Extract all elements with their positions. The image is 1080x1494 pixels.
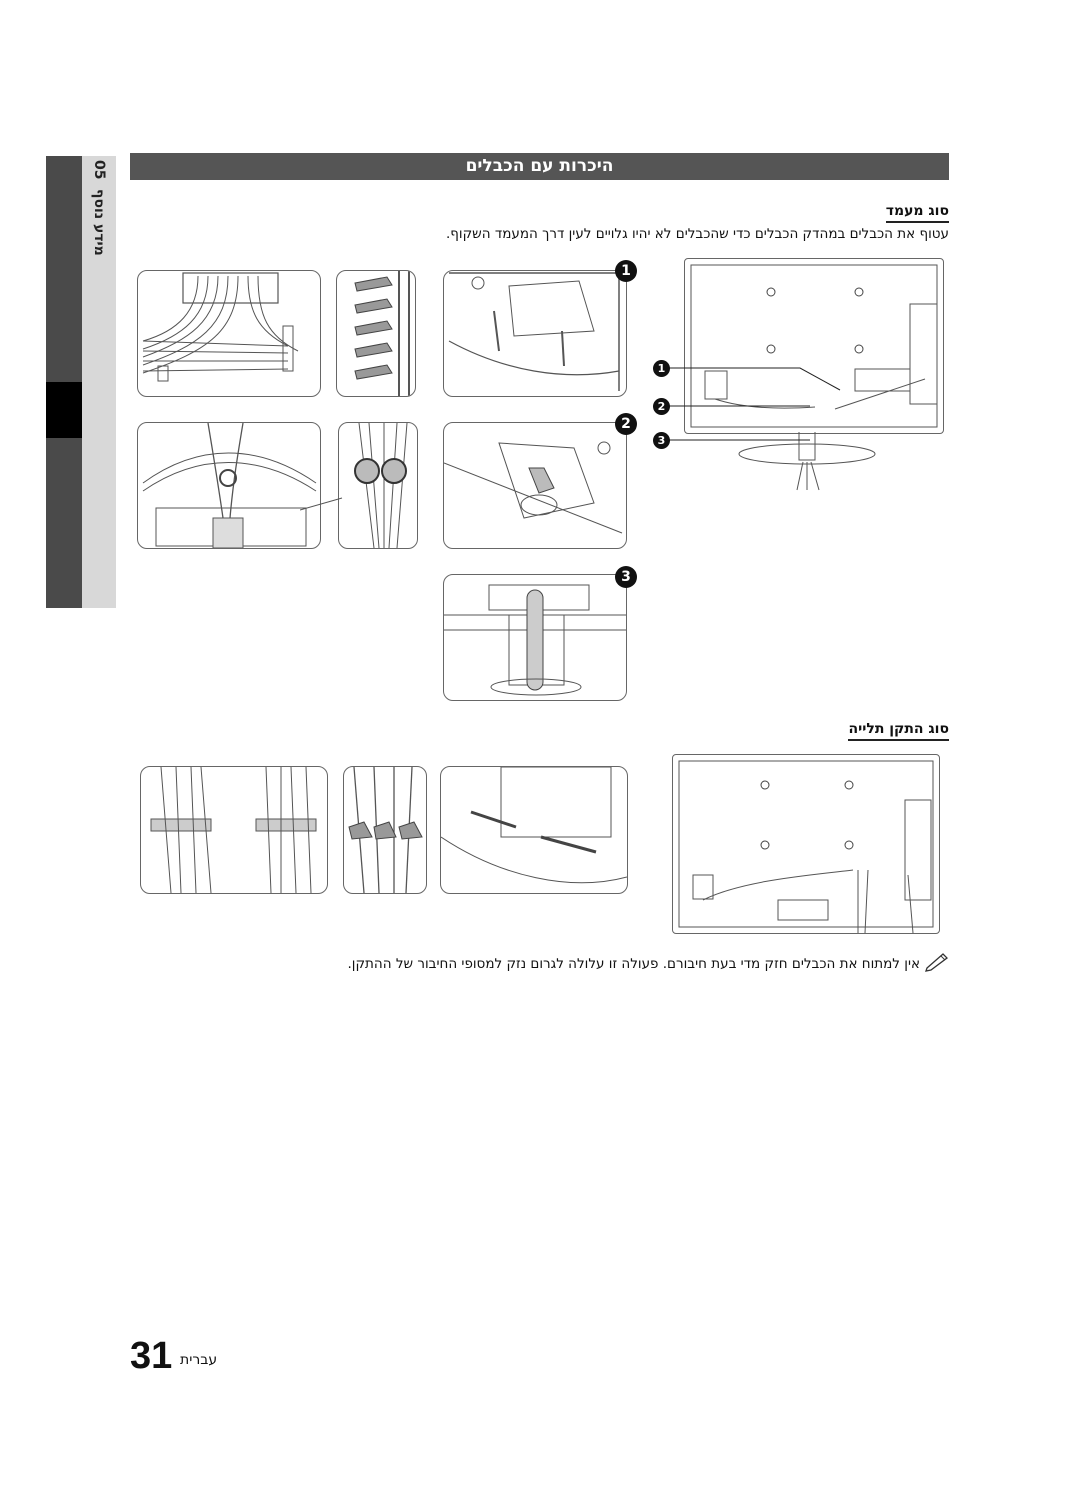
illustration-cable-clips-closeup: [336, 270, 416, 397]
page-title: היכרות עם הכבלים: [130, 153, 949, 180]
illustration-stand-neck: [443, 422, 627, 549]
illustration-cable-holder-stand: [137, 422, 321, 549]
illustration-cable-cover-installed: [443, 574, 627, 701]
illustration-tv-back-corner: [443, 270, 627, 397]
pencil-note-icon: [925, 952, 949, 972]
callout-leader-lines: [668, 367, 841, 441]
side-tab-text: 05 מידע נוסף: [84, 160, 114, 290]
illustration-wall-tv-rear-overview: [672, 754, 940, 934]
callout-badge-overview-3: 3: [653, 432, 670, 449]
illustration-tv-rear-overview: [684, 258, 944, 434]
callout-badge-overview-1: 1: [653, 360, 670, 377]
zoom-connector-line: [300, 497, 343, 511]
side-tab-marker: [46, 382, 82, 438]
callout-badge-overview-2: 2: [653, 398, 670, 415]
chapter-label: מידע נוסף: [91, 189, 107, 257]
chapter-number: 05: [91, 160, 107, 180]
page-number: 31: [130, 1335, 173, 1377]
page-language: עברית: [180, 1352, 218, 1368]
callout-badge-2: 2: [615, 413, 637, 435]
callout-badge-3: 3: [615, 566, 637, 588]
illustration-wall-cable-bundles: [140, 766, 328, 894]
section-heading-stand: סוג מעמד: [885, 203, 949, 223]
stand-instruction: עטוף את הכבלים במהדק הכבלים כדי שהכבלים …: [445, 226, 949, 242]
note-text: אין למתוח את הכבלים חזק מדי בעת חיבורם. …: [347, 956, 921, 972]
callout-badge-1: 1: [615, 260, 637, 282]
section-heading-wall-mount: סוג התקן תלייה: [848, 721, 949, 741]
side-tab-label-background: [82, 156, 116, 608]
illustration-wall-clips-closeup: [343, 766, 427, 894]
illustration-wall-tv-back: [440, 766, 628, 894]
illustration-cable-bundle-rear: [137, 270, 321, 397]
illustration-cable-ring-closeup: [338, 422, 418, 549]
